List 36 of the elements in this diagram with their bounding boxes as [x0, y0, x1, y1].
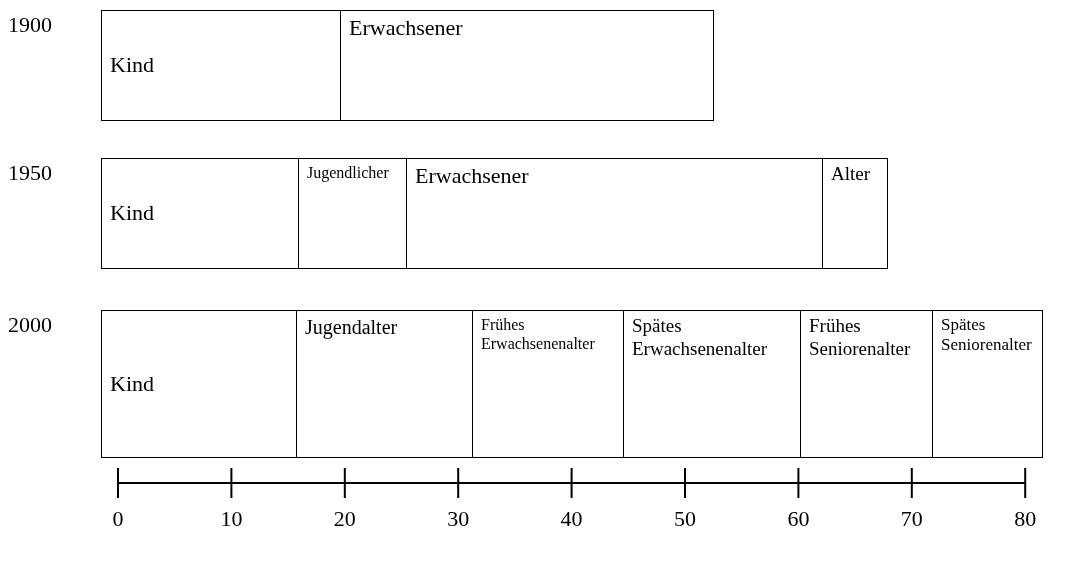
tick-label: 80: [1013, 506, 1038, 532]
stage-cell: [406, 158, 823, 269]
stage-cell: [623, 310, 801, 458]
year-label: 1950: [8, 160, 52, 186]
tick-label: 40: [559, 506, 584, 532]
stage-name: Frühes Seniorenalter: [809, 315, 912, 361]
tick-label: 60: [786, 506, 811, 532]
stage-name: Kind: [110, 370, 154, 398]
tick-label: 70: [899, 506, 924, 532]
tick-label: 30: [446, 506, 471, 532]
stage-cell: [101, 158, 299, 269]
year-label: 1900: [8, 12, 52, 38]
stage-name: Frühes Erwachsenenalter: [481, 315, 596, 354]
stage-cell: [101, 10, 341, 121]
stage-cell: [800, 310, 933, 458]
stage-name: Spätes Erwachsenenalter: [632, 315, 769, 361]
stage-name: Erwachsener: [349, 15, 463, 42]
tick-label: 20: [332, 506, 357, 532]
stage-name: Jugendalter: [305, 315, 398, 339]
stage-cell: [296, 310, 473, 458]
stage-name: Alter: [831, 163, 871, 186]
stage-name: Erwachsener: [415, 163, 529, 190]
tick-label: 10: [219, 506, 244, 532]
stage-name: Spätes Seniorenalter: [941, 315, 1033, 356]
stage-cell: [822, 158, 888, 269]
tick-label: 0: [111, 506, 125, 532]
tick-label: 50: [673, 506, 697, 532]
stage-cell: [932, 310, 1043, 458]
stage-cell: [101, 310, 297, 458]
stage-name: Jugendlicher: [307, 163, 389, 183]
stage-name: Kind: [110, 200, 154, 227]
stage-cell: [472, 310, 624, 458]
stage-name: Kind: [110, 52, 154, 79]
stage-cell: [340, 10, 714, 121]
stage-cell: [298, 158, 407, 269]
year-label: 2000: [8, 312, 52, 338]
